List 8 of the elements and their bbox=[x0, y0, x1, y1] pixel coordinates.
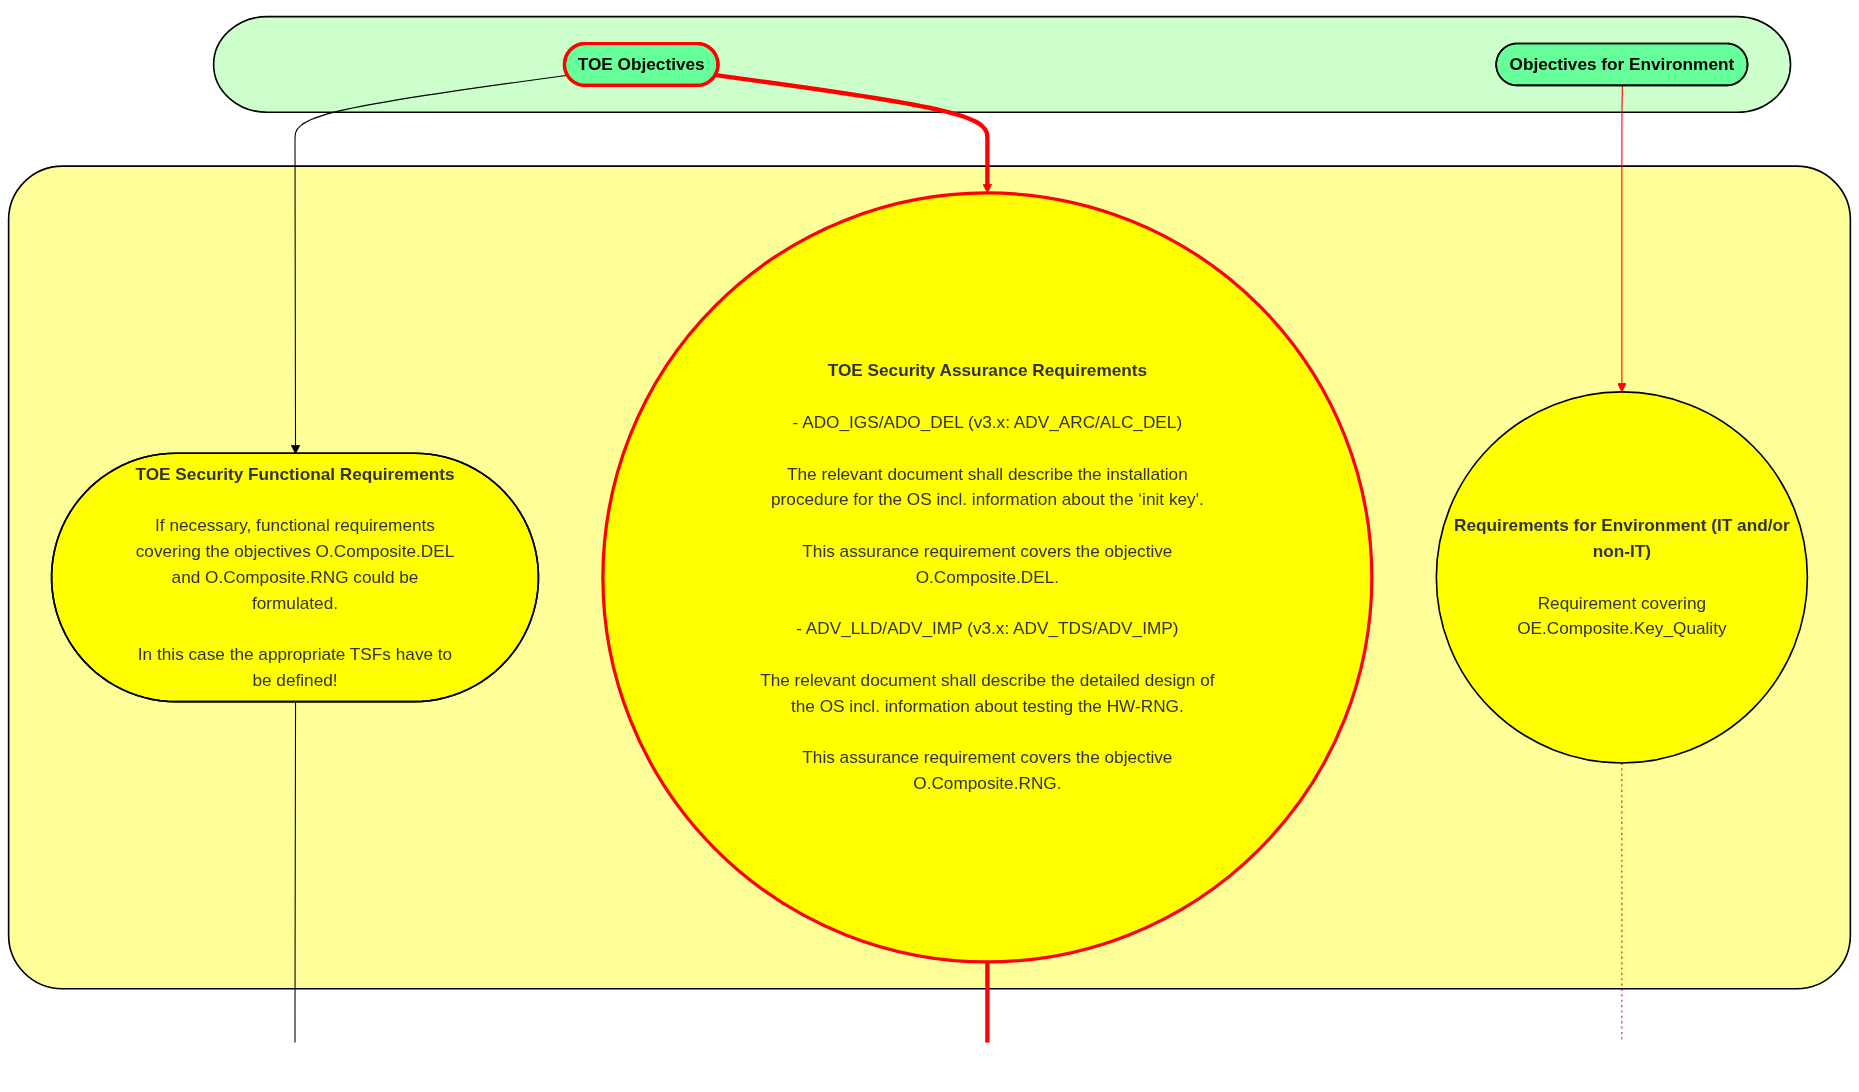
arrow bbox=[715, 73, 993, 194]
connector bbox=[985, 962, 990, 1043]
arrow bbox=[290, 75, 569, 455]
node-circle: TOE Security Assurance Requirements - ADO_IGS/ADO_DEL (v3.x: ADV_ARC/ALC_DEL) The relevant document shall describe the installation procedure for the OS incl. information about the ‘init key'. This assurance requirement covers the objective O.Composite.DEL. - ADV_LLD/ADV_IMP (v3.x: ADV_TDS/ADV_IMP) The relevant document shall describe the detailed design of the OS incl. information about testing the HW-RNG. This assurance requirement covers the objective O.Composite.RNG. bbox=[601, 191, 1374, 964]
arrow bbox=[1617, 85, 1627, 393]
node-circle: Requirements for Environment (IT and/or non-IT) Requirement covering OE.Composite.Key_Quality bbox=[1435, 391, 1809, 765]
cluster bbox=[7, 165, 1852, 990]
connector bbox=[294, 701, 297, 1044]
